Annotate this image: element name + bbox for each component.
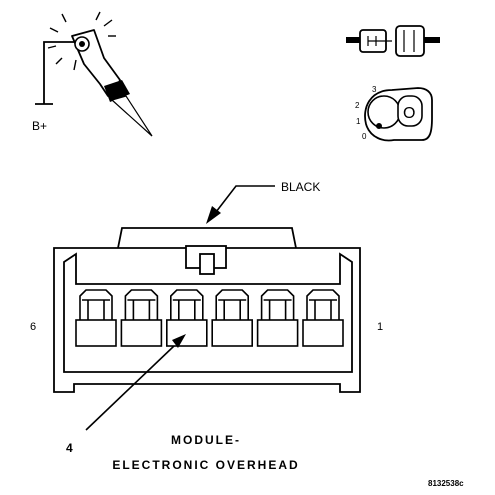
pin-cavity	[120, 289, 163, 347]
pin-cavity	[256, 289, 299, 347]
callout-4-leader	[85, 345, 175, 431]
module-name-line2: ELECTRONIC OVERHEAD	[112, 458, 299, 472]
key-position-0: 0	[362, 132, 367, 141]
ignition-switch-icon	[364, 87, 433, 142]
disconnect-connector-icon	[346, 25, 440, 57]
pin-1-label: 1	[377, 321, 383, 333]
pin-6-label: 6	[30, 321, 36, 333]
black-color-label: BLACK	[281, 180, 320, 194]
key-letter: O	[403, 105, 415, 122]
pin-cavity	[75, 289, 117, 347]
pin-cavity	[211, 289, 253, 347]
pin-cavities	[75, 289, 344, 347]
callout-4-number: 4	[66, 441, 73, 455]
module-name-line1: MODULE-	[171, 433, 241, 447]
black-callout-leader	[215, 185, 275, 213]
b-plus-label: B+	[32, 119, 47, 133]
figure-id: 8132538c	[428, 479, 464, 488]
test-light-probe-icon	[35, 11, 153, 137]
pin-cavity	[166, 289, 208, 347]
black-callout-arrowhead	[206, 206, 221, 224]
key-position-2: 2	[355, 101, 360, 110]
callout-4-arrowhead	[172, 334, 186, 348]
pin-cavity	[302, 289, 344, 347]
key-position-3: 3	[372, 85, 377, 94]
key-position-1: 1	[356, 117, 361, 126]
